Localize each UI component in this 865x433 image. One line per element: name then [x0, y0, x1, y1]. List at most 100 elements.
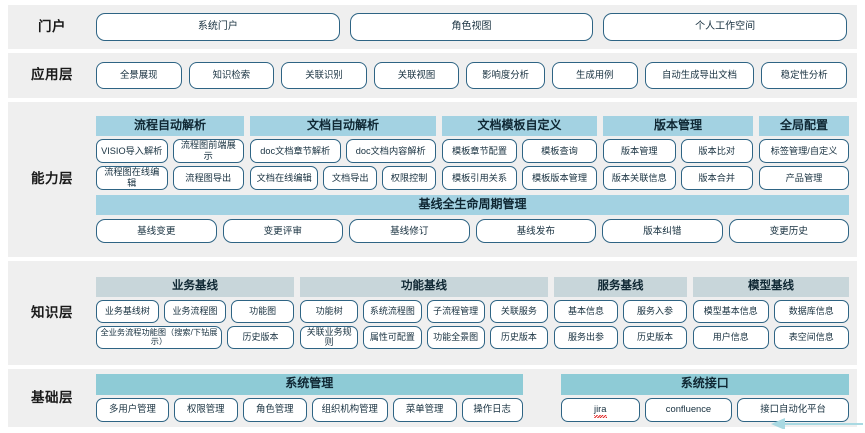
- group-row: doc文档章节解析 doc文档内容解析: [250, 139, 436, 163]
- cap-item-template-chapter-config[interactable]: 模板章节配置: [442, 139, 517, 163]
- layer-body-capability: 流程自动解析 VISIO导入解析 流程图前端展示 流程图在线编辑 流程图导出 文…: [96, 115, 857, 244]
- base-item-menu-mgmt[interactable]: 菜单管理: [392, 397, 457, 422]
- know-item-user-info[interactable]: 用户信息: [693, 325, 769, 349]
- know-item-service-basic-info[interactable]: 基本信息: [554, 299, 618, 323]
- capability-groups: 流程自动解析 VISIO导入解析 流程图前端展示 流程图在线编辑 流程图导出 文…: [96, 115, 849, 190]
- know-item-service-input[interactable]: 服务入参: [623, 299, 687, 323]
- pointer-arrow-icon: [771, 418, 863, 429]
- know-item-full-business-flow[interactable]: 全业务流程功能图（搜索/下钻展示）: [96, 325, 222, 349]
- group-row: 全业务流程功能图（搜索/下钻展示） 历史版本: [96, 325, 294, 349]
- layer-label-foundation: 基础层: [31, 389, 73, 405]
- know-item-business-baseline-tree[interactable]: 业务基线树: [96, 299, 159, 323]
- cap-item-doc-export[interactable]: 文档导出: [323, 166, 378, 190]
- base-item-multi-user-mgmt[interactable]: 多用户管理: [96, 397, 169, 422]
- cap-item-template-reference[interactable]: 模板引用关系: [442, 166, 517, 190]
- app-item-2[interactable]: 关联识别: [281, 62, 367, 89]
- layer-foundation: 基础层 系统管理 多用户管理 权限管理 角色管理 组织机构管理 菜单管理 操作日…: [8, 369, 857, 427]
- cap-item-change-review[interactable]: 变更评审: [222, 219, 343, 244]
- base-item-confluence[interactable]: confluence: [644, 397, 733, 422]
- base-item-org-structure-mgmt[interactable]: 组织机构管理: [311, 397, 388, 422]
- group-row: jira confluence 接口自动化平台: [560, 397, 849, 422]
- base-item-operation-log[interactable]: 操作日志: [461, 397, 523, 422]
- base-item-jira-label: jira: [594, 403, 607, 415]
- cap-item-flow-frontend[interactable]: 流程图前端展示: [172, 139, 244, 163]
- know-item-database-info[interactable]: 数据库信息: [773, 299, 849, 323]
- capability-group-version-mgmt: 版本管理 版本管理 版本比对 版本关联信息 版本合并: [603, 115, 753, 190]
- group-title-version-mgmt: 版本管理: [603, 115, 753, 136]
- capability-group-doc-parse: 文档自动解析 doc文档章节解析 doc文档内容解析 文档在线编辑 文档导出 权…: [250, 115, 436, 190]
- group-row: 模板引用关系 模板版本管理: [442, 166, 597, 190]
- knowledge-group-function-baseline: 功能基线 功能树 系统流程图 子流程管理 关联服务 关联业务规则 属性可配置 功…: [300, 277, 548, 349]
- app-item-4[interactable]: 影响度分析: [466, 62, 545, 89]
- portal-item-2[interactable]: 个人工作空间: [603, 13, 848, 41]
- cap-item-template-version[interactable]: 模板版本管理: [522, 166, 597, 190]
- cap-item-visio-import[interactable]: VISIO导入解析: [96, 139, 168, 163]
- group-row: 产品管理: [759, 166, 849, 190]
- cap-item-version-correct[interactable]: 版本纠错: [602, 219, 723, 244]
- cap-item-version-compare[interactable]: 版本比对: [680, 139, 753, 163]
- cap-item-tag-manage[interactable]: 标签管理/自定义: [759, 139, 849, 163]
- know-item-service-output[interactable]: 服务出参: [554, 325, 618, 349]
- group-title-service-baseline: 服务基线: [554, 277, 687, 297]
- knowledge-group-model-baseline: 模型基线 模型基本信息 数据库信息 用户信息 表空间信息: [693, 277, 849, 349]
- capability-baseline-lifecycle: 基线全生命周期管理 基线变更 变更评审 基线修订 基线发布 版本纠错 变更历史: [96, 195, 849, 244]
- cap-item-baseline-publish[interactable]: 基线发布: [475, 219, 596, 244]
- know-item-business-history[interactable]: 历史版本: [227, 325, 294, 349]
- knowledge-group-business-baseline: 业务基线 业务基线树 业务流程图 功能图 全业务流程功能图（搜索/下钻展示） 历…: [96, 277, 295, 349]
- know-item-related-business-rule[interactable]: 关联业务规则: [300, 325, 359, 349]
- cap-item-product-manage[interactable]: 产品管理: [759, 166, 849, 190]
- base-item-role-mgmt[interactable]: 角色管理: [242, 397, 307, 422]
- cap-item-change-history[interactable]: 变更历史: [728, 219, 849, 244]
- know-item-tablespace-info[interactable]: 表空间信息: [773, 325, 849, 349]
- cap-item-flow-export[interactable]: 流程图导出: [172, 166, 244, 190]
- app-item-1[interactable]: 知识检索: [188, 62, 275, 89]
- group-row: 模型基本信息 数据库信息: [693, 299, 849, 323]
- know-item-business-flow-chart[interactable]: 业务流程图: [163, 299, 227, 323]
- know-item-system-flow-chart[interactable]: 系统流程图: [363, 299, 422, 323]
- layer-body-portal: 系统门户 角色视图 个人工作空间: [96, 13, 857, 41]
- cap-item-permission-control[interactable]: 权限控制: [382, 166, 436, 190]
- know-item-function-panorama[interactable]: 功能全景图: [426, 325, 485, 349]
- foundation-group-system-mgmt: 系统管理 多用户管理 权限管理 角色管理 组织机构管理 菜单管理 操作日志: [96, 374, 523, 422]
- cap-item-version-manage[interactable]: 版本管理: [603, 139, 676, 163]
- group-row: 模板章节配置 模板查询: [442, 139, 597, 163]
- group-title-process-parse: 流程自动解析: [96, 115, 244, 136]
- know-item-attribute-config[interactable]: 属性可配置: [363, 325, 422, 349]
- app-item-0[interactable]: 全景展现: [96, 62, 182, 89]
- know-item-subflow-manage[interactable]: 子流程管理: [426, 299, 485, 323]
- layer-label-portal: 门户: [38, 18, 66, 34]
- application-row: 全景展现 知识检索 关联识别 关联视图 影响度分析 生成用例 自动生成导出文档 …: [96, 62, 848, 89]
- cap-item-doc-content-parse[interactable]: doc文档内容解析: [345, 139, 436, 163]
- layer-capability: 能力层 流程自动解析 VISIO导入解析 流程图前端展示 流程图在线编辑 流程图…: [8, 102, 857, 257]
- know-item-function-history[interactable]: 历史版本: [489, 325, 548, 349]
- know-item-function-chart[interactable]: 功能图: [231, 299, 295, 323]
- cap-item-template-query[interactable]: 模板查询: [522, 139, 597, 163]
- base-item-api-automation-platform[interactable]: 接口自动化平台: [737, 397, 849, 422]
- cap-item-doc-online-edit[interactable]: 文档在线编辑: [250, 166, 319, 190]
- app-item-7[interactable]: 稳定性分析: [761, 62, 848, 89]
- group-row: 业务基线树 业务流程图 功能图: [96, 299, 295, 323]
- app-item-3[interactable]: 关联视图: [373, 62, 460, 89]
- layer-label-application: 应用层: [31, 67, 73, 83]
- know-item-function-tree[interactable]: 功能树: [300, 299, 359, 323]
- portal-item-0[interactable]: 系统门户: [96, 13, 340, 41]
- cap-item-flow-online-edit[interactable]: 流程图在线编辑: [96, 166, 168, 190]
- base-item-permission-mgmt[interactable]: 权限管理: [173, 397, 238, 422]
- portal-item-1[interactable]: 角色视图: [349, 13, 594, 41]
- cap-item-baseline-revise[interactable]: 基线修订: [349, 219, 470, 244]
- know-item-model-basic-info[interactable]: 模型基本信息: [693, 299, 769, 323]
- layer-label-knowledge: 知识层: [31, 304, 73, 320]
- cap-item-version-relation[interactable]: 版本关联信息: [603, 166, 676, 190]
- cap-item-doc-chapter-parse[interactable]: doc文档章节解析: [250, 139, 341, 163]
- base-item-jira[interactable]: jira: [560, 397, 640, 422]
- layer-body-application: 全景展现 知识检索 关联识别 关联视图 影响度分析 生成用例 自动生成导出文档 …: [96, 62, 857, 89]
- app-item-6[interactable]: 自动生成导出文档: [644, 62, 755, 89]
- group-title-system-mgmt: 系统管理: [96, 374, 523, 395]
- foundation-group-system-interface: 系统接口 jira confluence 接口自动化平台: [560, 374, 849, 422]
- cap-item-baseline-change[interactable]: 基线变更: [96, 219, 217, 244]
- cap-item-version-merge[interactable]: 版本合并: [680, 166, 753, 190]
- know-item-related-service[interactable]: 关联服务: [489, 299, 548, 323]
- know-item-service-history[interactable]: 历史版本: [623, 325, 687, 349]
- group-row: VISIO导入解析 流程图前端展示: [96, 139, 244, 163]
- app-item-5[interactable]: 生成用例: [551, 62, 638, 89]
